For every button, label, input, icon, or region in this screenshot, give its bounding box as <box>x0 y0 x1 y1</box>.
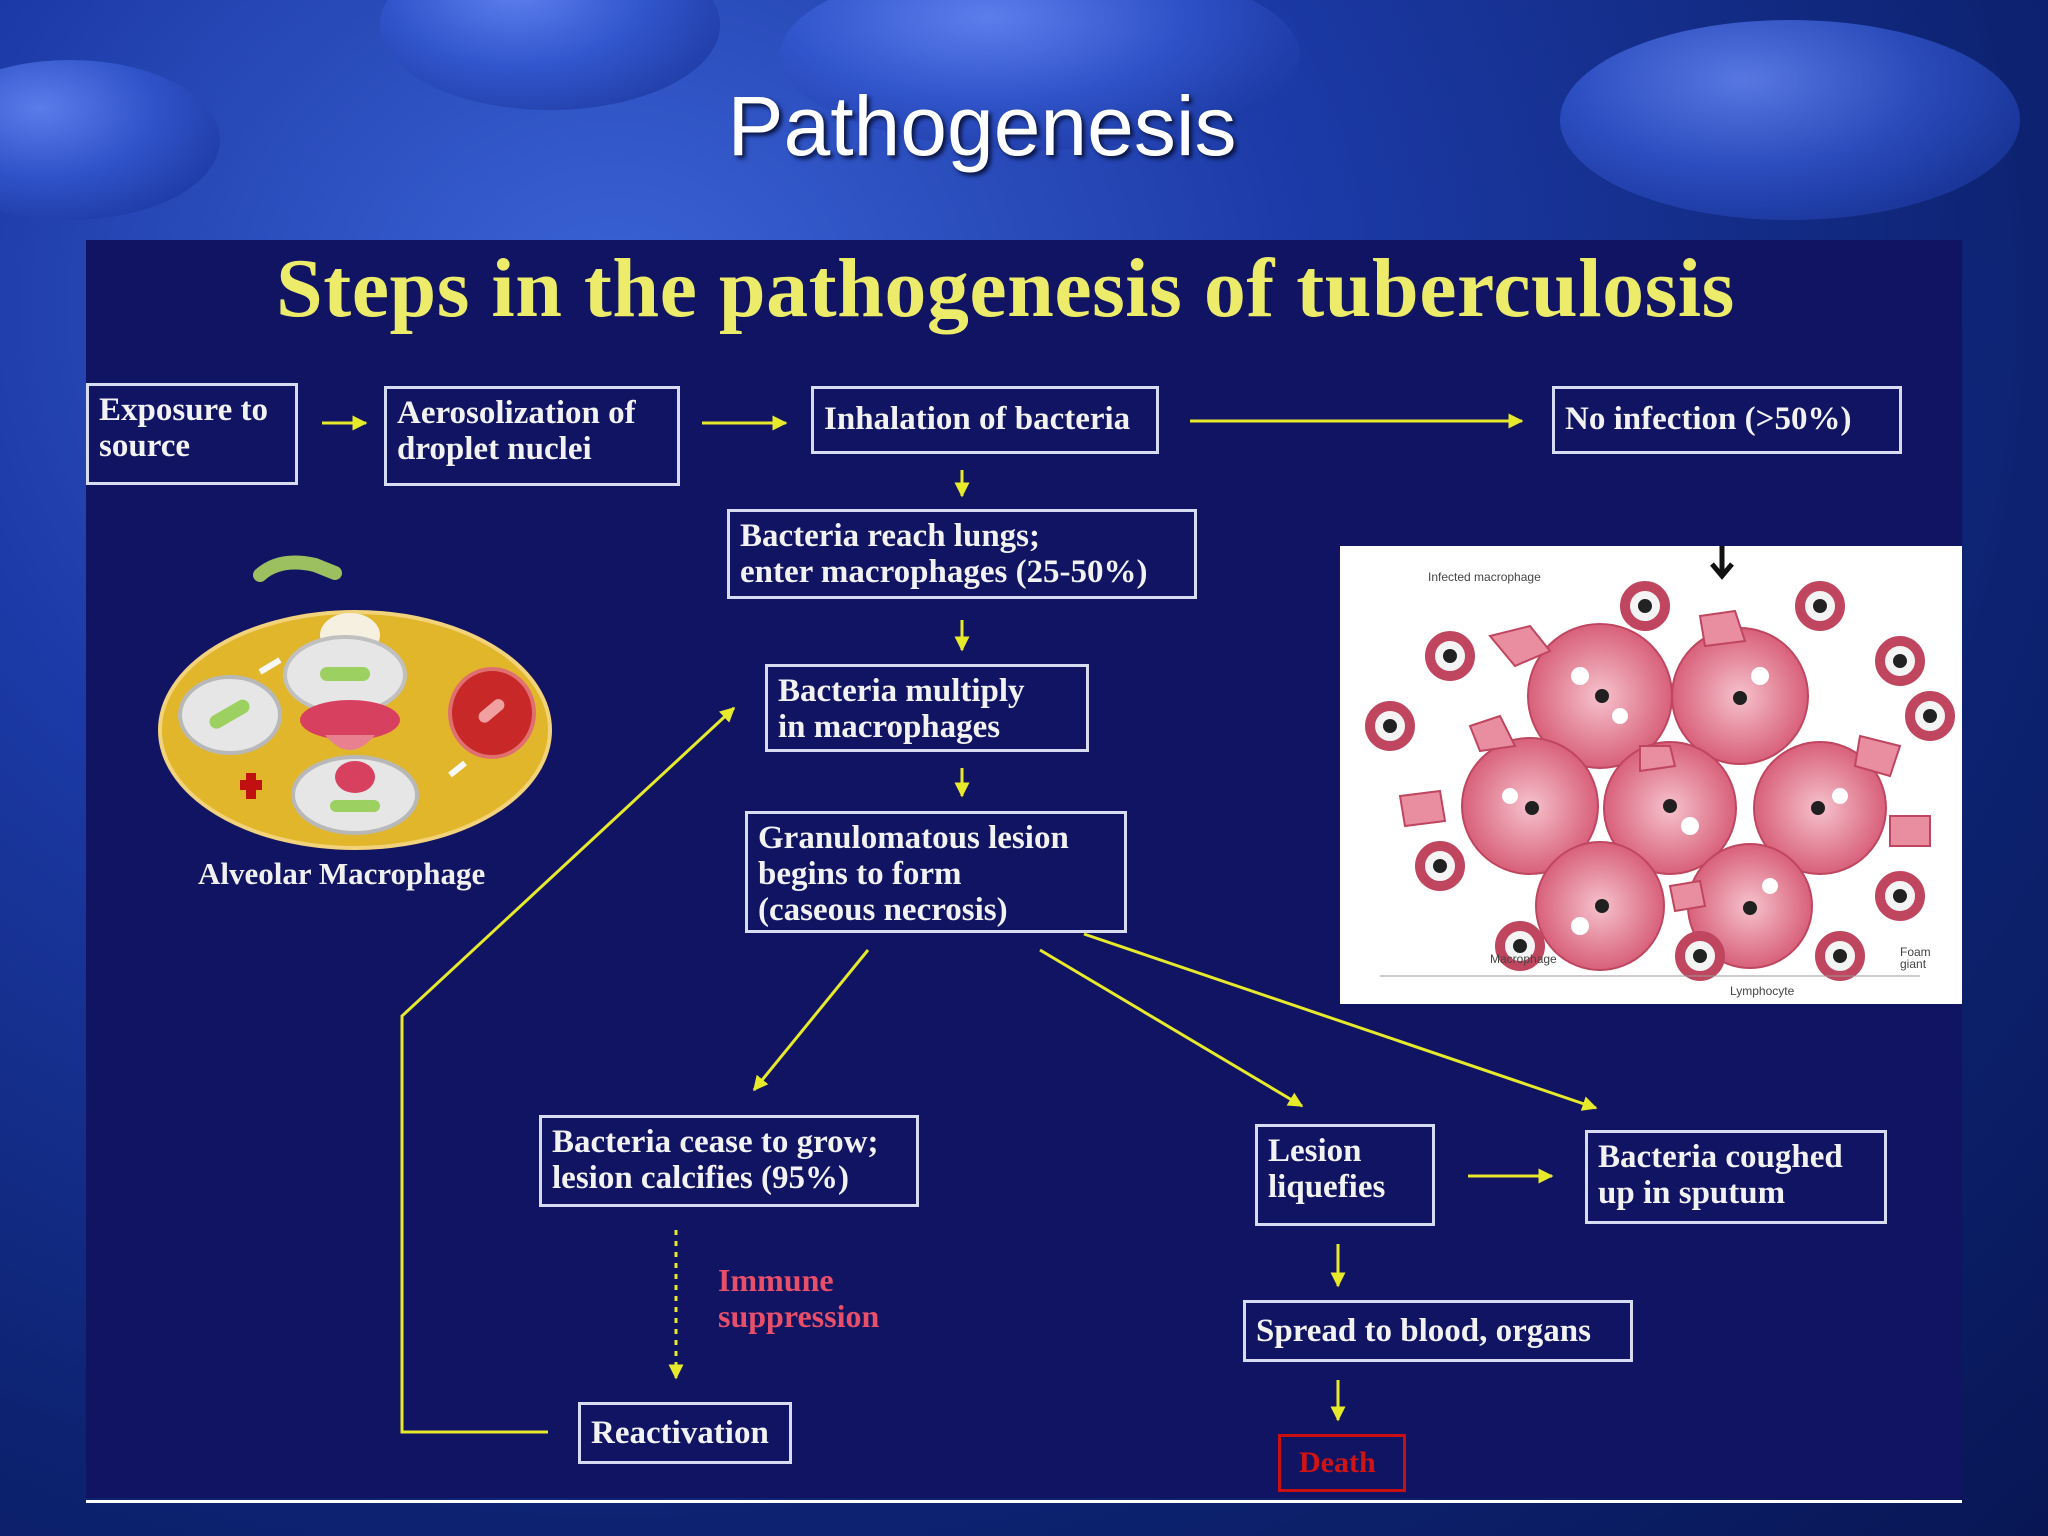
micrograph-label-foam: Foam giant <box>1900 945 1931 971</box>
step-multiply-box: Bacteria multiply in macrophages <box>765 664 1089 752</box>
step-spread-box: Spread to blood, organs <box>1243 1300 1633 1362</box>
micrograph-label-infected: Infected macrophage <box>1428 570 1541 584</box>
step-reactivation-box: Reactivation <box>578 1402 792 1464</box>
macrophage-caption: Alveolar Macrophage <box>198 856 486 891</box>
step-cease-box: Bacteria cease to grow; lesion calcifies… <box>539 1115 919 1207</box>
arrow-granuloma-coughed <box>1083 932 1598 1111</box>
step-death-box: Death <box>1278 1434 1406 1492</box>
step-no-infection-box: No infection (>50%) <box>1552 386 1902 454</box>
footer-rule <box>86 1500 1962 1503</box>
step-liquefies-box: Lesion liquefies <box>1255 1124 1435 1226</box>
slide-title: Pathogenesis <box>727 79 1237 173</box>
micrograph-label-lymphocyte: Lymphocyte <box>1730 984 1795 998</box>
arrow-granuloma-liquefies <box>1039 948 1304 1108</box>
step-coughed-box: Bacteria coughed up in sputum <box>1585 1130 1887 1224</box>
step-aerosolization-box: Aerosolization of droplet nuclei <box>384 386 680 486</box>
background-bacterium <box>780 0 1300 150</box>
arrow-granuloma-cease <box>752 949 870 1092</box>
step-inhalation-box: Inhalation of bacteria <box>811 386 1159 454</box>
diagram-title: Steps in the pathogenesis of tuberculosi… <box>276 242 1735 335</box>
arrow-reactivation-multiply <box>400 706 736 1434</box>
step-granuloma-box: Granulomatous lesion begins to form (cas… <box>745 811 1127 933</box>
step-exposure-box: Exposure to source <box>86 383 298 485</box>
immune-suppression-label: Immune suppression <box>718 1262 880 1334</box>
micrograph-label-macrophage: Macrophage <box>1490 952 1557 966</box>
background-bacterium <box>1560 20 2020 220</box>
granuloma-micrograph-drawing <box>1365 546 1955 981</box>
granuloma-micrograph: Infected macrophage Macrophage Lymphocyt… <box>1340 546 1962 1004</box>
step-reach-lungs-box: Bacteria reach lungs; enter macrophages … <box>727 509 1197 599</box>
alveolar-macrophage-illustration <box>158 555 552 850</box>
